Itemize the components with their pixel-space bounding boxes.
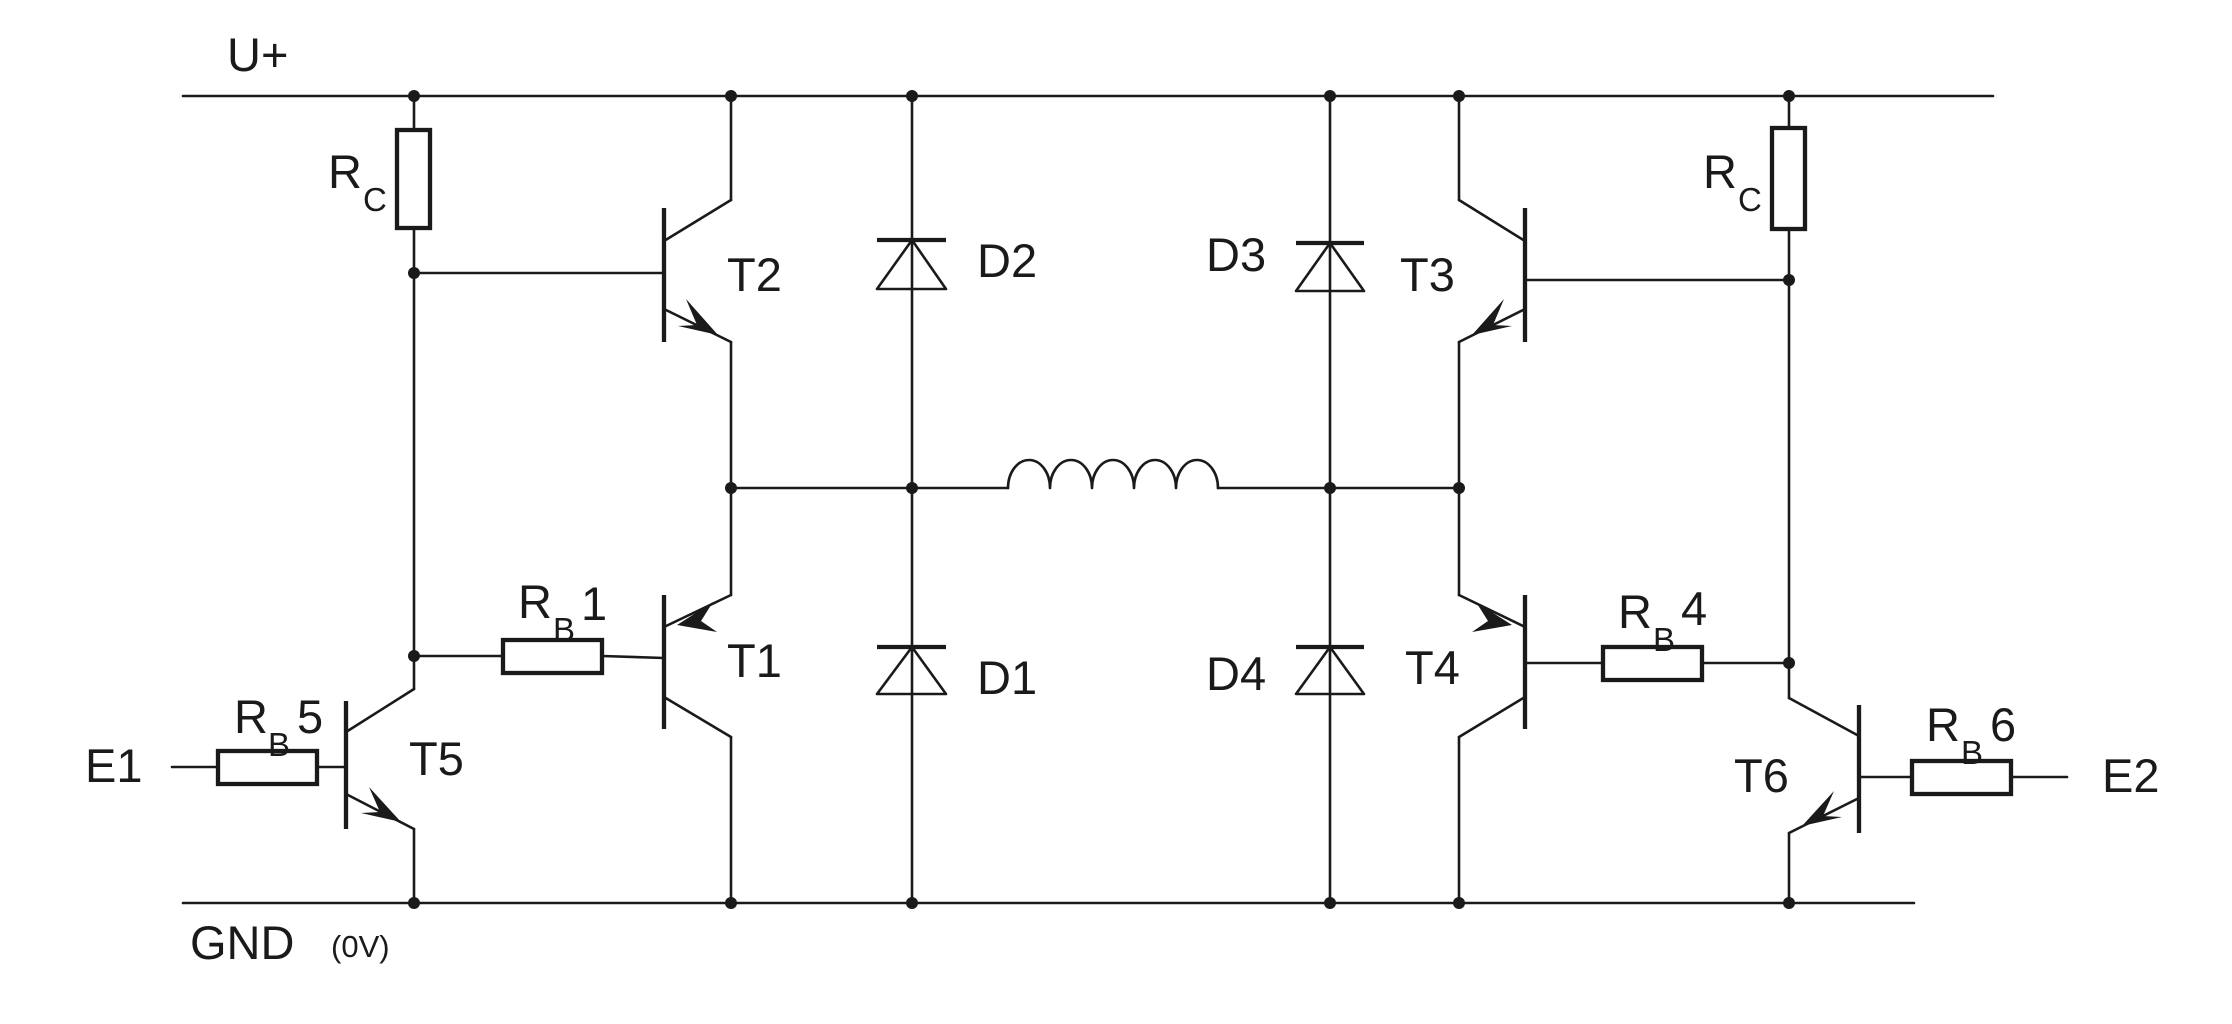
resistor-rb1 [412, 637, 666, 676]
svg-text:B: B [1653, 621, 1675, 658]
svg-text:B: B [553, 611, 575, 648]
resistor-rc-left [394, 94, 433, 658]
ground-label: GND [190, 916, 294, 969]
t3-label: T3 [1400, 248, 1455, 301]
d1-label: D1 [977, 651, 1037, 704]
svg-text:6: 6 [1990, 698, 2016, 751]
svg-text:R: R [1703, 145, 1737, 198]
svg-text:1: 1 [581, 577, 607, 630]
t6-label: T6 [1734, 749, 1789, 802]
inductor-coil [1006, 458, 1220, 490]
diode-d1 [875, 486, 948, 905]
t2-label: T2 [727, 248, 782, 301]
d2-label: D2 [977, 234, 1037, 287]
svg-text:R: R [1926, 698, 1960, 751]
t4-label: T4 [1405, 641, 1460, 694]
svg-text:R: R [1618, 585, 1652, 638]
svg-text:C: C [1738, 181, 1762, 218]
rb1-label: R B 1 [518, 575, 607, 648]
rb6-label: R B 6 [1926, 698, 2016, 771]
transistor-t4 [1457, 486, 1528, 905]
resistor-rb4 [1523, 644, 1791, 683]
rc-right-label: R C [1703, 145, 1762, 218]
svg-text:C: C [363, 181, 387, 218]
transistor-t2 [661, 94, 733, 490]
resistor-rb6 [1857, 758, 2069, 797]
resistor-rb5 [170, 748, 348, 787]
svg-text:R: R [234, 690, 268, 743]
input-e2-label: E2 [2102, 749, 2160, 802]
supply-label: U+ [227, 28, 288, 81]
svg-text:R: R [328, 145, 362, 198]
transistor-t3 [1457, 94, 1528, 490]
svg-text:5: 5 [297, 690, 323, 743]
transistor-t6 [1787, 661, 1862, 905]
svg-text:R: R [518, 575, 552, 628]
diode-d4 [1294, 486, 1366, 905]
diode-d2 [875, 94, 948, 490]
diode-d3 [1294, 94, 1366, 490]
t1-label: T1 [727, 634, 782, 687]
d3-label: D3 [1206, 228, 1266, 281]
resistor-rc-right [1769, 94, 1808, 665]
input-e1-label: E1 [85, 739, 143, 792]
rc-left-label: R C [328, 145, 387, 218]
rb5-label: R B 5 [234, 690, 323, 763]
rb4-label: R B 4 [1618, 582, 1707, 658]
d4-label: D4 [1206, 647, 1266, 700]
transistor-t5 [343, 654, 416, 905]
svg-text:B: B [1961, 734, 1983, 771]
transistor-t1 [661, 486, 733, 905]
svg-text:B: B [268, 726, 290, 763]
junction-dots [408, 90, 1795, 909]
svg-text:4: 4 [1681, 582, 1707, 635]
ground-note: (0V) [331, 929, 390, 964]
t5-label: T5 [409, 732, 464, 785]
